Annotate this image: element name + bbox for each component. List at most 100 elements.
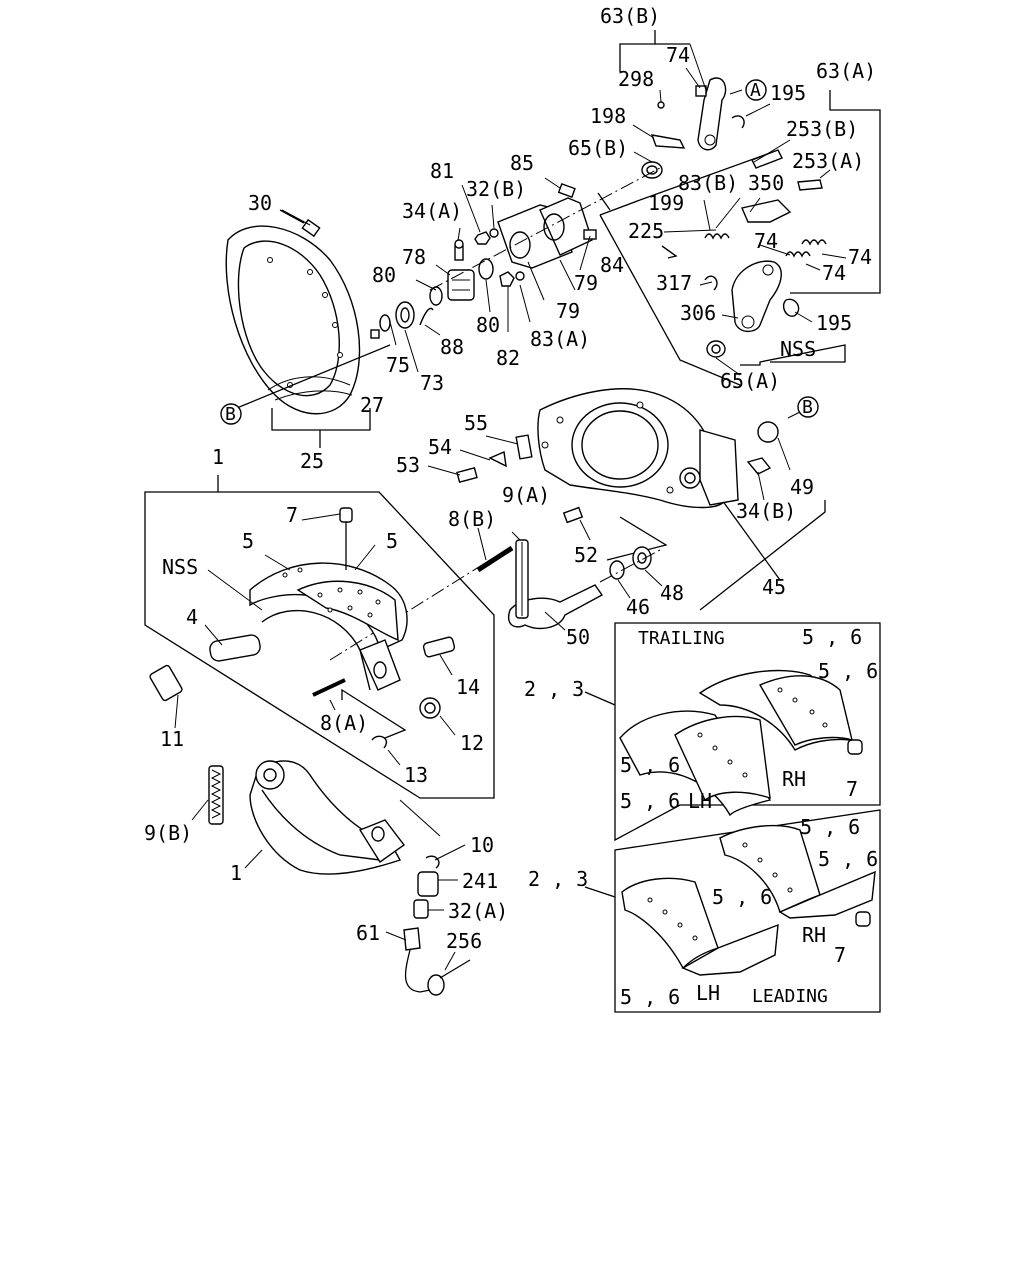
- label-88: 88: [440, 335, 464, 359]
- ref-b-circle-left: [220, 403, 242, 425]
- label-leading: LEADING: [752, 986, 828, 1007]
- label-lh-trailing: LH: [688, 789, 712, 813]
- label-27: 27: [360, 393, 384, 417]
- label-8b: 8(B): [448, 507, 496, 531]
- label-10: 10: [470, 833, 494, 857]
- label-14: 14: [456, 675, 480, 699]
- label-253a: 253(A): [792, 149, 864, 173]
- label-8a: 8(A): [320, 711, 368, 735]
- label-63b: 63(B): [600, 4, 660, 28]
- label-7-leading: 7: [834, 943, 846, 967]
- label-trailing: TRAILING: [638, 628, 725, 649]
- label-11: 11: [160, 727, 184, 751]
- label-80-b: 80: [476, 313, 500, 337]
- label-350: 350: [748, 171, 784, 195]
- label-52: 52: [574, 543, 598, 567]
- label-81: 81: [430, 159, 454, 183]
- label-56-l4: 5 , 6: [620, 985, 680, 1009]
- label-75: 75: [386, 353, 410, 377]
- label-63a: 63(A): [816, 59, 876, 83]
- label-32a: 32(A): [448, 899, 508, 923]
- label-30: 30: [248, 191, 272, 215]
- leader-lines: [174, 43, 847, 971]
- label-32b: 32(B): [466, 177, 526, 201]
- label-61: 61: [356, 921, 380, 945]
- label-12: 12: [460, 731, 484, 755]
- label-84: 84: [600, 253, 624, 277]
- label-2-3-trailing: 2 , 3: [524, 677, 584, 701]
- camshaft: [329, 539, 661, 661]
- label-55: 55: [464, 411, 488, 435]
- group-outlines: [144, 30, 881, 1013]
- label-79-b: 79: [556, 299, 580, 323]
- label-56-l2: 5 , 6: [818, 847, 878, 871]
- label-nss-shoe: NSS: [162, 555, 198, 579]
- label-56-t1: 5 , 6: [802, 625, 862, 649]
- label-306: 306: [680, 301, 716, 325]
- label-56-l1: 5 , 6: [800, 815, 860, 839]
- label-25: 25: [300, 449, 324, 473]
- label-85: 85: [510, 151, 534, 175]
- label-49: 49: [790, 475, 814, 499]
- label-5-right: 5: [386, 529, 398, 553]
- label-56-t4: 5 , 6: [620, 789, 680, 813]
- sensor-parts: [403, 855, 471, 996]
- leading-linings: [621, 824, 876, 976]
- label-199: 199: [648, 191, 684, 215]
- label-253b: 253(B): [786, 117, 858, 141]
- label-198: 198: [590, 104, 626, 128]
- label-5-left: 5: [242, 529, 254, 553]
- label-79-a: 79: [574, 271, 598, 295]
- label-298: 298: [618, 67, 654, 91]
- reference-markers: [220, 79, 819, 425]
- ref-b-top-letter: B: [802, 397, 813, 418]
- label-1-top: 1: [212, 445, 224, 469]
- label-73: 73: [420, 371, 444, 395]
- label-4: 4: [186, 605, 198, 629]
- label-9a: 9(A): [502, 483, 550, 507]
- backing-plate: [225, 225, 391, 415]
- label-83a: 83(A): [530, 327, 590, 351]
- label-56-l3: 5 , 6: [712, 885, 772, 909]
- brake-shoe-lower: [208, 760, 405, 875]
- label-256: 256: [446, 929, 482, 953]
- label-195-top: 195: [770, 81, 806, 105]
- label-53: 53: [396, 453, 420, 477]
- label-2-3-leading: 2 , 3: [528, 867, 588, 891]
- ref-a-letter: A: [750, 80, 761, 101]
- label-83b: 83(B): [678, 171, 738, 195]
- label-9b: 9(B): [144, 821, 192, 845]
- label-317: 317: [656, 271, 692, 295]
- label-65b: 65(B): [568, 136, 628, 160]
- label-13: 13: [404, 763, 428, 787]
- label-78: 78: [402, 245, 426, 269]
- label-50: 50: [566, 625, 590, 649]
- label-80-a: 80: [372, 263, 396, 287]
- label-54: 54: [428, 435, 452, 459]
- small-parts-upper: [279, 161, 663, 339]
- label-rh-leading: RH: [802, 923, 826, 947]
- part-labels: A B B 63(B) 74 298 63(A) 195 198 253(B) …: [144, 4, 878, 1009]
- label-56-t3: 5 , 6: [620, 753, 680, 777]
- label-74-b: 74: [822, 261, 846, 285]
- label-nss-slack: NSS: [780, 337, 816, 361]
- label-225: 225: [628, 219, 664, 243]
- ref-b-left-letter: B: [225, 404, 236, 425]
- label-65a: 65(A): [720, 369, 780, 393]
- label-48: 48: [660, 581, 684, 605]
- label-45: 45: [762, 575, 786, 599]
- label-82: 82: [496, 346, 520, 370]
- label-241: 241: [462, 869, 498, 893]
- label-7-trailing: 7: [846, 777, 858, 801]
- brake-shoe-upper: [149, 507, 456, 749]
- label-74-a: 74: [754, 229, 778, 253]
- trailing-linings: [619, 669, 863, 817]
- label-rh-trailing: RH: [782, 767, 806, 791]
- ref-a-circle: [745, 79, 767, 101]
- label-56-t2: 5 , 6: [818, 659, 878, 683]
- label-195-bottom: 195: [816, 311, 852, 335]
- label-74-top: 74: [666, 43, 690, 67]
- label-lh-leading: LH: [696, 981, 720, 1005]
- label-74-c: 74: [848, 245, 872, 269]
